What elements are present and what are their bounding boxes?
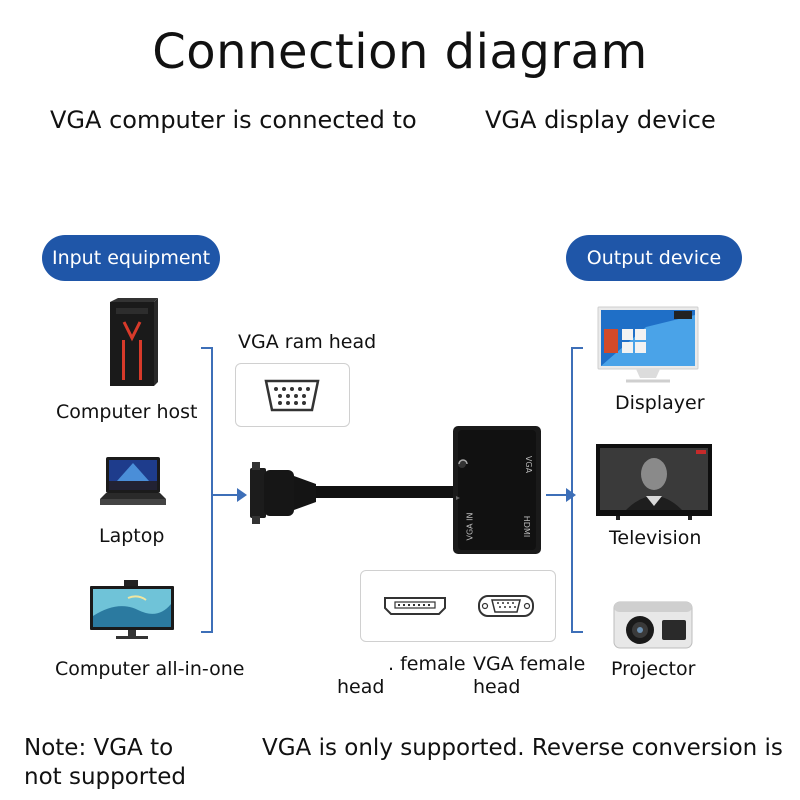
projector-icon [612,598,694,652]
vga-female-label-line1: VGA female [473,653,586,675]
adapter-vga-port-label: VGA [524,455,534,474]
diagram-title: Connection diagram [152,24,648,80]
input-bracket [201,347,213,633]
female-ports-frame [360,570,556,642]
subtitle-left: VGA computer is connected to [50,106,417,134]
adapter-hdmi-port-label: HDMI [522,515,532,538]
laptop-icon [98,455,168,515]
television-icon [596,444,712,520]
vga-female-port-icon [478,595,534,617]
note-left-line1: Note: VGA to [24,735,174,761]
vga-head-frame [235,363,350,427]
vga-ram-head-label: VGA ram head [238,331,377,353]
vga-adapter-illustration [250,420,550,560]
input-label-computer-host: Computer host [56,401,198,423]
all-in-one-icon [88,580,176,640]
note-left-line2: not supported [24,764,187,790]
note-left: Note: VGA to not supported [24,734,186,792]
displayer-icon [596,305,700,385]
adapter-vga-in-label: VGA IN [465,512,475,541]
subtitle-right: VGA display device [485,106,716,134]
hdmi-female-label-line1: . female [388,653,466,675]
input-label-laptop: Laptop [99,525,165,547]
vga-male-port-icon [264,379,320,412]
input-arrow [213,488,247,502]
input-label-all-in-one: Computer all-in-one [55,658,245,680]
vga-female-label-line2: head [473,676,521,698]
input-equipment-pill: Input equipment [42,235,220,281]
computer-host-icon [108,298,158,390]
output-bracket [571,347,583,633]
note-right: VGA is only supported. Reverse conversio… [262,735,783,761]
output-arrow [546,488,576,502]
output-label-projector: Projector [611,658,696,680]
hdmi-female-label-line2: head [337,676,385,698]
output-label-television: Television [609,527,702,549]
output-device-pill: Output device [566,235,742,281]
output-label-displayer: Displayer [615,392,705,414]
hdmi-female-port-icon [384,597,446,615]
